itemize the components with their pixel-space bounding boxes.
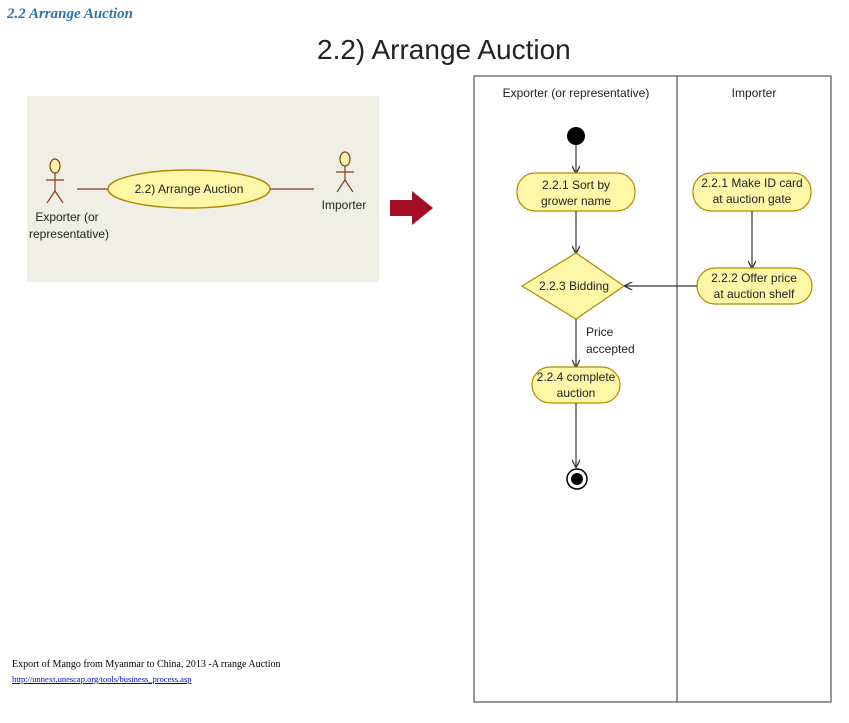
guard-label-1: Price — [586, 325, 614, 339]
complete-label-1: 2.2.4 complete — [537, 370, 616, 384]
use-case-diagram: 2.2) Arrange Auction Exporter (or repres… — [29, 151, 367, 241]
slide-title: 2.2) Arrange Auction — [317, 34, 571, 65]
guard-label-2: accepted — [586, 342, 635, 356]
complete-label-2: auction — [557, 386, 596, 400]
use-case-panel: 2.2) Arrange Auction Exporter (or repres… — [27, 96, 379, 282]
lane-exporter-header: Exporter (or representative) — [503, 86, 650, 100]
offer-label-2: at auction shelf — [714, 287, 795, 301]
exporter-actor-icon — [46, 158, 64, 204]
sort-label-2: grower name — [541, 194, 611, 208]
end-node — [566, 468, 588, 490]
section-heading: 2.2 Arrange Auction — [7, 6, 133, 22]
actor-exporter-label-1: Exporter (or — [35, 210, 98, 224]
start-node — [567, 127, 585, 145]
activity-diagram: Exporter (or representative) Importer 2.… — [473, 75, 833, 710]
sort-label-1: 2.2.1 Sort by — [542, 178, 610, 192]
actor-exporter-label-2: representative) — [29, 227, 109, 241]
make-id-label-2: at auction gate — [713, 192, 792, 206]
offer-label-1: 2.2.2 Offer price — [711, 271, 797, 285]
source-link[interactable]: http://unnext.unescap.org/tools/business… — [12, 674, 192, 684]
source-text: Export of Mango from Myanmar to China, 2… — [12, 659, 281, 670]
actor-importer-label: Importer — [322, 198, 367, 212]
source-citation: Export of Mango from Myanmar to China, 2… — [12, 659, 281, 684]
make-id-label-1: 2.2.1 Make ID card — [701, 176, 802, 190]
bidding-label: 2.2.3 Bidding — [539, 279, 609, 293]
right-arrow-icon — [390, 191, 434, 230]
use-case-label: 2.2) Arrange Auction — [135, 182, 244, 196]
importer-actor-icon — [336, 151, 354, 193]
lane-importer-header: Importer — [732, 86, 777, 100]
